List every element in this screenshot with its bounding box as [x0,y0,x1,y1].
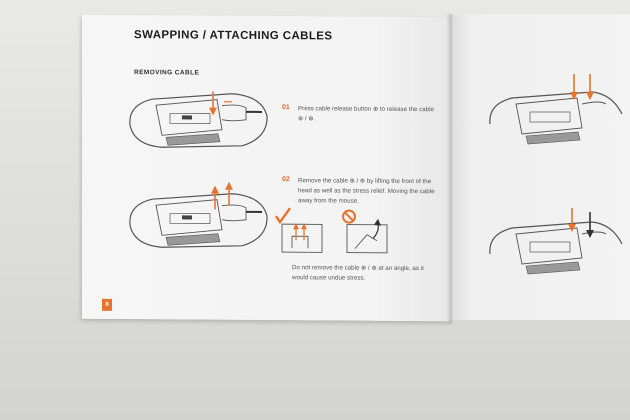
manual-left-page: SWAPPING / ATTACHING CABLES REMOVING CAB… [82,14,450,322]
page-title: SWAPPING / ATTACHING CABLES [134,29,333,43]
caution-note: Do not remove the cable ⊕ / ⊕ at an angl… [292,264,424,282]
right-page-mouse-illustration-top [489,74,623,145]
correct-removal-illustration [275,207,323,253]
step-1-number: 01 [282,104,290,112]
mouse-illustration-step-2 [129,181,268,248]
booklet-spine [446,14,454,324]
manual-booklet: SWAPPING / ATTACHING CABLES REMOVING CAB… [82,14,630,328]
step-2-text: Remove the cable ⊕ / ⊕ by lifting the fr… [298,177,435,205]
step-1-text: Press cable release button ⊕ to release … [298,105,434,123]
right-page-mouse-illustration-bottom [489,208,623,275]
mouse-illustration-step-1 [129,91,268,148]
section-heading: REMOVING CABLE [134,69,200,77]
incorrect-removal-illustration [342,209,388,254]
step-2-number: 02 [282,176,290,184]
page-number: 8 [102,298,112,311]
